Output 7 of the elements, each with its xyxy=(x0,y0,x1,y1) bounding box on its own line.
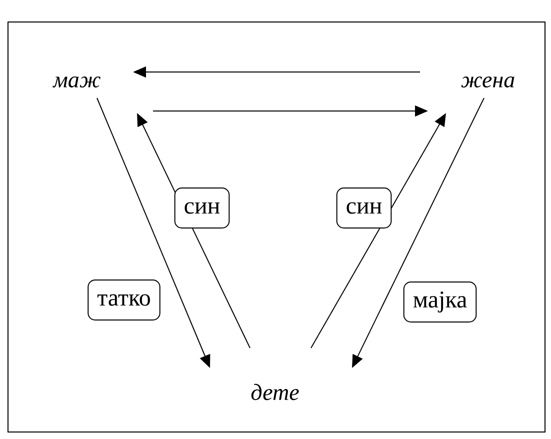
edge-label: син xyxy=(174,188,230,228)
edge-label: мајка xyxy=(403,282,477,322)
word-label: маж xyxy=(52,76,100,88)
edge-label: син xyxy=(336,188,392,228)
word-label: дете xyxy=(251,384,299,400)
edge-label: татко xyxy=(88,280,160,320)
word-label: жена xyxy=(461,76,514,88)
